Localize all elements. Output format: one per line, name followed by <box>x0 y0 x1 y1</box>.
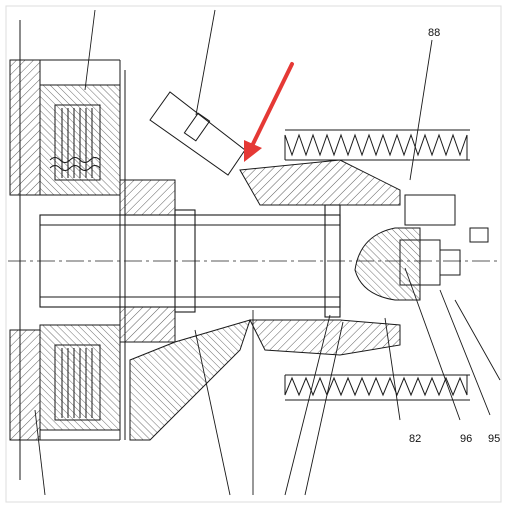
leader-lines <box>34 9 501 496</box>
spring-stack-upper <box>49 104 101 181</box>
pulley-upper <box>284 129 470 161</box>
part-label-82: 82 <box>409 433 421 445</box>
part-label-95: 95 <box>488 433 500 445</box>
spring-stack-lower <box>54 344 101 421</box>
part-label-88: 88 <box>428 27 440 39</box>
bearing-housing <box>119 159 401 441</box>
end-cap <box>354 194 489 301</box>
pointer-arrow <box>244 62 294 162</box>
part-label-96: 96 <box>460 433 472 445</box>
drawing-border <box>5 5 502 503</box>
pulley-lower <box>284 374 470 401</box>
